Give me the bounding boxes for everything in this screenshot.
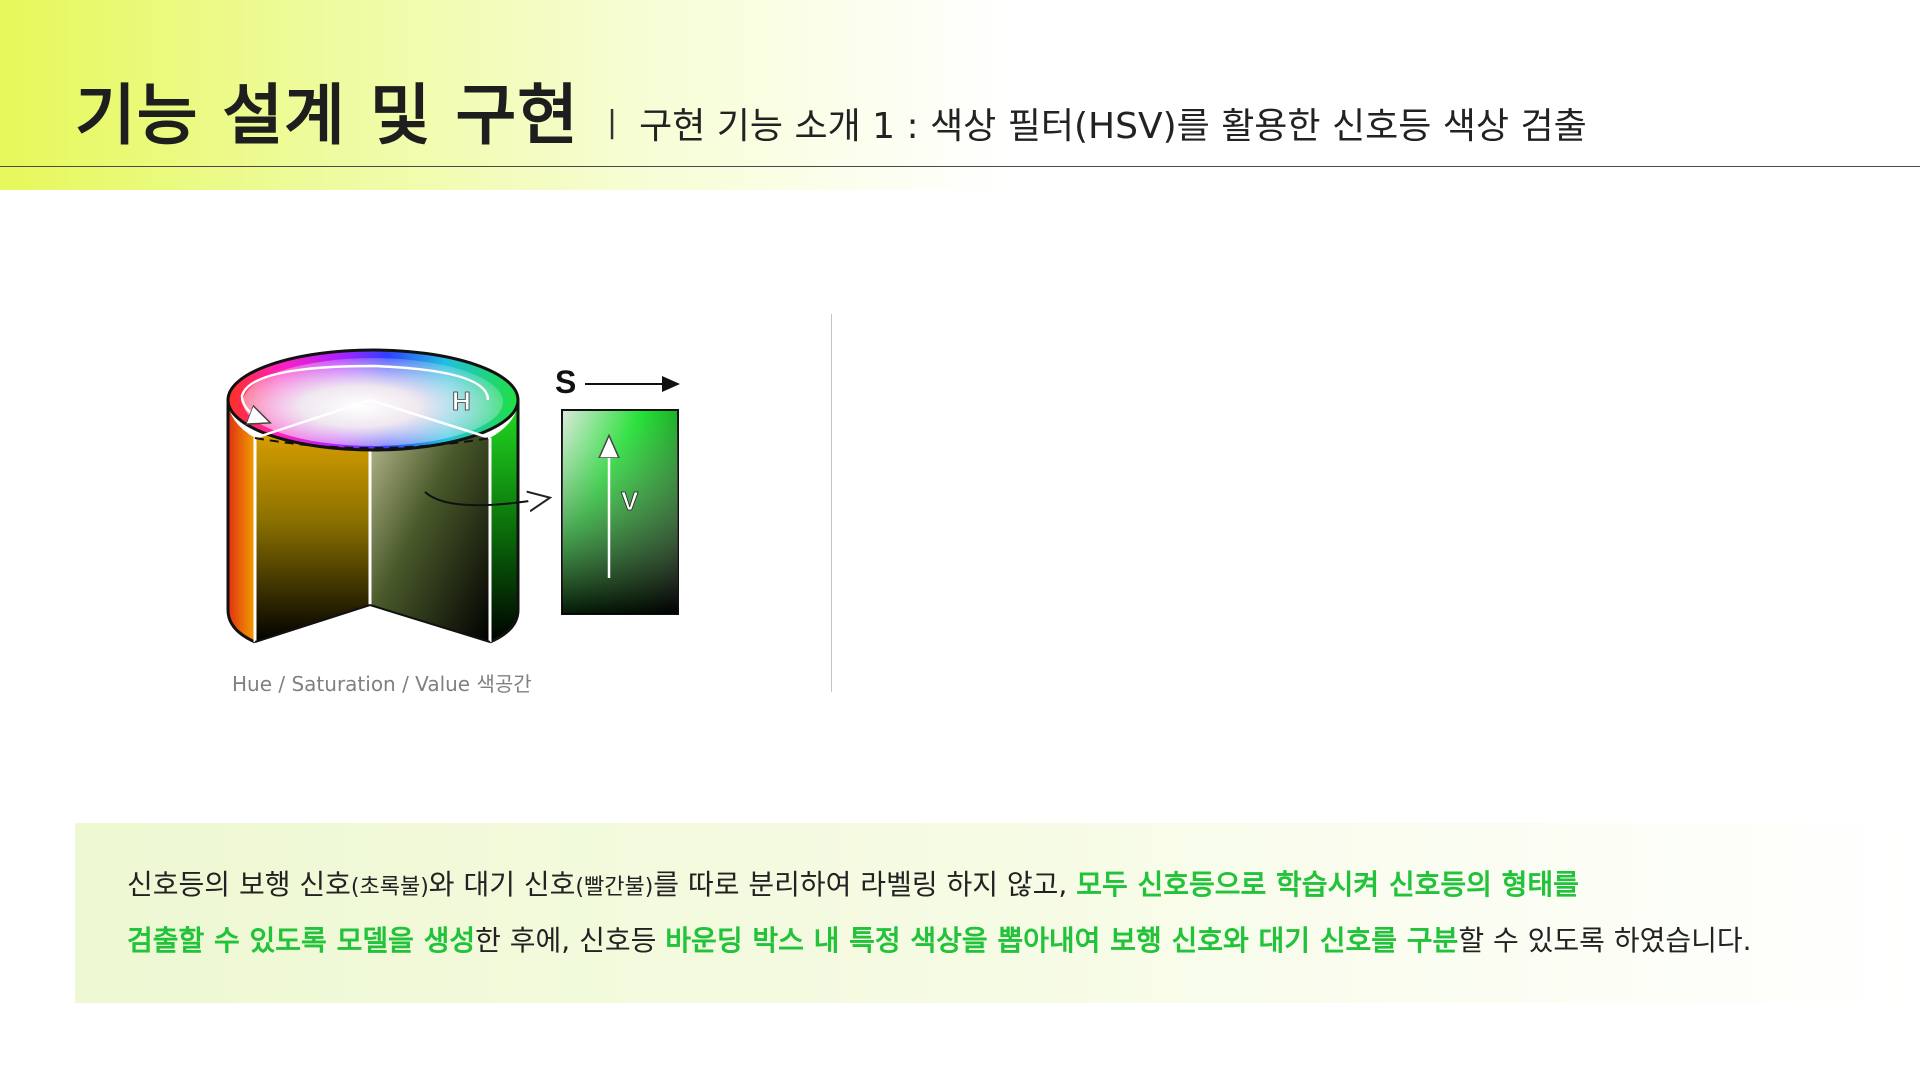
summary-segment: 모두 신호등으로 학습시켜 신호등의 형태를 [1076,868,1579,901]
page-title: 기능 설계 및 구현 [75,77,579,154]
summary-segment: (초록불) [350,875,429,900]
title-row: 기능 설계 및 구현 | 구현 기능 소개 1 : 색상 필터(HSV)를 활용… [75,62,1587,158]
summary-text: 신호등의 보행 신호(초록불)와 대기 신호(빨간불)를 따로 분리하여 라벨링… [127,858,1897,967]
header-divider [0,166,1920,167]
summary-segment: 와 대기 신호 [428,868,576,901]
summary-segment: 할 수 있도록 하였습니다. [1458,924,1752,957]
projection-arrow [424,492,548,505]
hsv-diagram: H S V [226,348,680,644]
label-s: S [555,364,576,400]
summary-segment: 신호등의 보행 신호 [127,868,351,901]
title-separator: | [606,105,618,140]
page-subtitle: 구현 기능 소개 1 : 색상 필터(HSV)를 활용한 신호등 색상 검출 [639,106,1587,147]
figure-caption: Hue / Saturation / Value 색공간 [232,672,532,696]
summary-segment: 를 따로 분리하여 라벨링 하지 않고, [653,868,1077,901]
hue-rotation-arrow [240,364,490,422]
vertical-divider [831,314,832,692]
cylinder-left-face [228,400,255,642]
cylinder-center-face [370,400,490,642]
cylinder-green-face [490,400,518,642]
summary-segment: 검출할 수 있도록 모델을 생성 [127,924,476,957]
summary-segment: 바운딩 박스 내 특정 색상을 뽑아내여 보행 신호와 대기 신호를 구분 [665,924,1459,957]
summary-box [75,823,1920,1003]
summary-segment: (빨간불) [575,875,654,900]
summary-segment: 한 후에, 신호등 [475,924,666,957]
label-v: V [621,486,639,516]
label-h: H [452,386,471,416]
header-gradient [0,0,1010,190]
cylinder-yellow-face [255,400,370,642]
